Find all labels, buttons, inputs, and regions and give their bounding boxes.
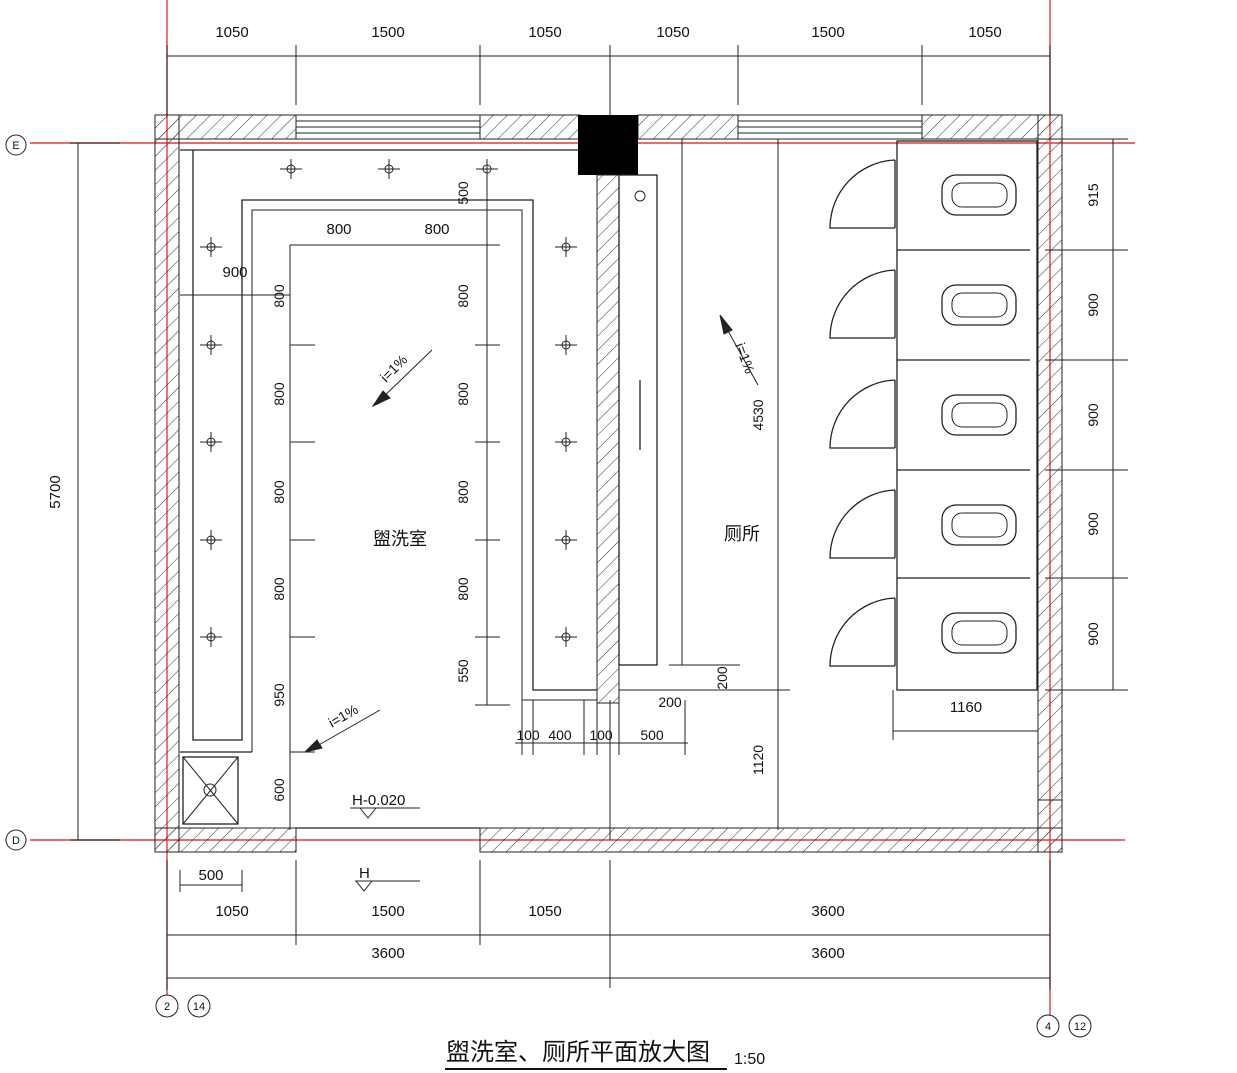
svg-text:200: 200 xyxy=(714,666,730,690)
walls xyxy=(154,114,1063,853)
svg-text:900: 900 xyxy=(1085,403,1101,427)
svg-text:100: 100 xyxy=(516,727,540,743)
svg-text:4530: 4530 xyxy=(750,399,766,430)
axis-bubble-d: D xyxy=(5,829,27,851)
svg-text:800: 800 xyxy=(424,221,449,238)
svg-text:900: 900 xyxy=(222,264,247,281)
svg-text:i=1%: i=1% xyxy=(326,701,361,731)
svg-text:i=1%: i=1% xyxy=(377,352,411,386)
svg-text:1500: 1500 xyxy=(371,903,404,920)
svg-text:1050: 1050 xyxy=(968,24,1001,41)
svg-text:1050: 1050 xyxy=(656,24,689,41)
svg-text:H-0.020: H-0.020 xyxy=(352,792,405,809)
svg-text:800: 800 xyxy=(326,221,351,238)
elevation-markers xyxy=(350,807,420,892)
svg-text:3600: 3600 xyxy=(371,945,404,962)
svg-text:800: 800 xyxy=(271,284,287,308)
slope-arrows xyxy=(303,314,759,753)
mop-sink xyxy=(182,756,239,825)
bottom-dimension-lines xyxy=(166,860,1051,990)
faucets xyxy=(200,159,577,647)
svg-text:500: 500 xyxy=(640,727,664,743)
urinal-trough xyxy=(618,139,790,691)
svg-text:800: 800 xyxy=(271,382,287,406)
svg-text:200: 200 xyxy=(658,694,682,710)
washroom-dim-lines xyxy=(179,160,688,892)
axis-bubble-e: E xyxy=(5,134,27,156)
svg-text:12: 12 xyxy=(1074,1021,1086,1033)
svg-text:1050: 1050 xyxy=(528,903,561,920)
wash-counter xyxy=(180,149,597,753)
toilet-stalls xyxy=(829,140,1038,691)
svg-text:800: 800 xyxy=(455,480,471,504)
svg-text:950: 950 xyxy=(271,683,287,707)
toilet-dimension-labels: 4530 1120 200 200 1160 xyxy=(658,399,982,775)
svg-text:800: 800 xyxy=(271,577,287,601)
room-label-toilet: 厕所 xyxy=(724,524,760,545)
svg-text:800: 800 xyxy=(271,480,287,504)
svg-text:550: 550 xyxy=(455,659,471,683)
svg-text:900: 900 xyxy=(1085,293,1101,317)
toilet-dim-lines xyxy=(770,138,1128,830)
top-dimension-line xyxy=(166,45,1051,115)
svg-text:2: 2 xyxy=(164,1001,170,1013)
window-top-left xyxy=(295,114,481,140)
structural-column xyxy=(578,115,638,175)
axis-bubble-4: 4 xyxy=(1036,1014,1060,1038)
axis-bubble-2: 2 xyxy=(155,994,179,1018)
svg-text:500: 500 xyxy=(198,867,223,884)
drawing-title: 盥洗室、厕所平面放大图 xyxy=(446,1038,710,1066)
svg-text:3600: 3600 xyxy=(811,903,844,920)
svg-text:1160: 1160 xyxy=(950,699,982,716)
svg-text:3600: 3600 xyxy=(811,945,844,962)
svg-text:1050: 1050 xyxy=(215,24,248,41)
svg-text:1500: 1500 xyxy=(371,24,404,41)
axis-bubble-12: 12 xyxy=(1068,1014,1092,1038)
svg-text:1050: 1050 xyxy=(528,24,561,41)
window-top-right xyxy=(737,114,923,140)
left-dimension-line xyxy=(70,142,120,841)
svg-text:4: 4 xyxy=(1045,1021,1051,1033)
svg-text:100: 100 xyxy=(589,727,613,743)
svg-text:i=1%: i=1% xyxy=(732,341,758,376)
svg-text:E: E xyxy=(12,140,19,152)
svg-text:400: 400 xyxy=(548,727,572,743)
svg-text:915: 915 xyxy=(1085,183,1101,207)
svg-text:1120: 1120 xyxy=(750,745,766,775)
partition-wall xyxy=(596,174,620,704)
bottom-dimension-labels: 1050 1500 1050 3600 3600 3600 500 xyxy=(198,867,844,962)
room-label-washroom: 盥洗室 xyxy=(373,529,427,550)
elevation-labels: H-0.020 H xyxy=(352,792,405,882)
drawing-scale: 1:50 xyxy=(734,1051,765,1068)
washroom-dimension-labels: 800 800 900 500 800 800 800 800 950 600 … xyxy=(222,181,663,802)
svg-text:1500: 1500 xyxy=(811,24,844,41)
svg-text:500: 500 xyxy=(455,181,471,205)
svg-text:800: 800 xyxy=(455,284,471,308)
left-dimension-label: 5700 xyxy=(47,475,64,508)
drawing-title-block: 盥洗室、厕所平面放大图 1:50 xyxy=(445,1038,765,1070)
svg-text:D: D xyxy=(12,835,20,847)
svg-text:1050: 1050 xyxy=(215,903,248,920)
svg-text:800: 800 xyxy=(455,577,471,601)
svg-text:600: 600 xyxy=(271,778,287,802)
top-dimension-labels: 1050 1500 1050 1050 1500 1050 xyxy=(215,24,1001,41)
axis-bubble-14: 14 xyxy=(187,994,211,1018)
svg-text:14: 14 xyxy=(193,1001,205,1013)
svg-text:900: 900 xyxy=(1085,622,1101,646)
svg-text:800: 800 xyxy=(455,382,471,406)
right-dimension-labels: 915 900 900 900 900 xyxy=(1085,183,1101,646)
svg-text:900: 900 xyxy=(1085,512,1101,536)
svg-text:H: H xyxy=(359,865,370,882)
